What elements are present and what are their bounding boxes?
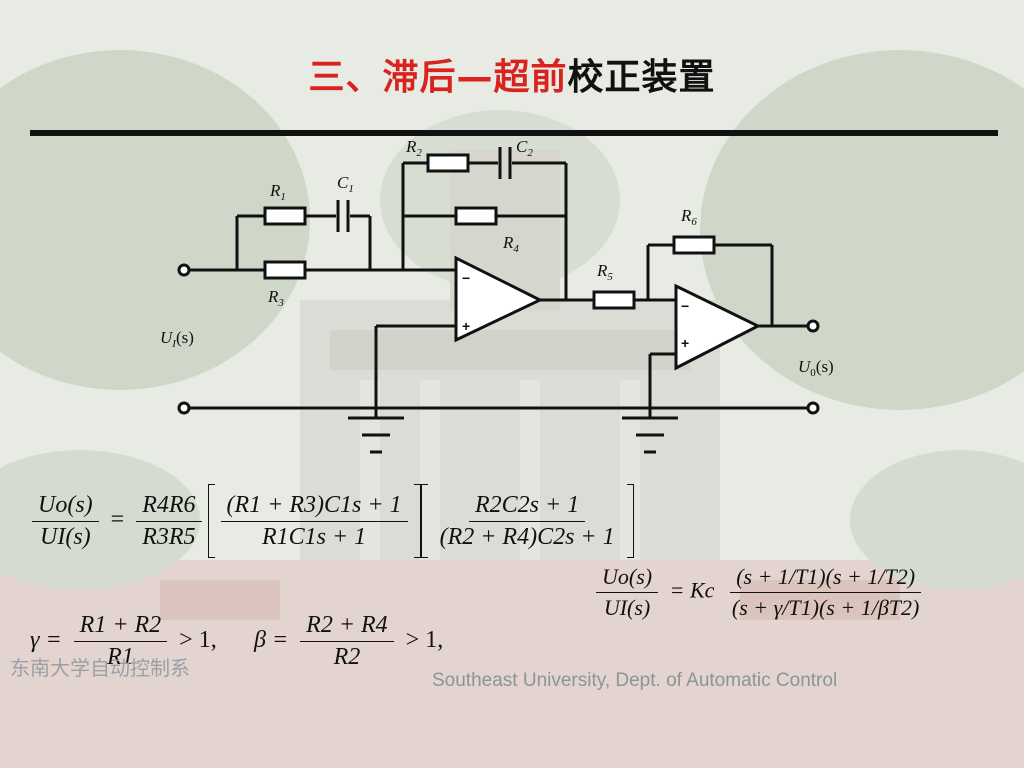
resistor-r4 <box>454 206 498 226</box>
opamp-1 <box>454 255 544 343</box>
label-input: UI(s) <box>160 328 194 350</box>
label-r5: R5 <box>596 261 613 283</box>
gamma-definition: γ = R1 + R2 R1 > 1, <box>30 612 217 670</box>
footer-dept-cn: 东南大学自动控制系 <box>10 656 190 680</box>
resistor-r5 <box>592 290 636 310</box>
label-r4: R4 <box>502 233 519 255</box>
label-output: U0(s) <box>798 357 834 379</box>
opamp-2-minus: − <box>681 298 689 314</box>
label-c1: C1 <box>337 173 354 195</box>
label-r1: R1 <box>269 181 286 203</box>
tf-lhs: Uo(s) UI(s) <box>32 492 99 551</box>
tf-coefficient: R4R6 R3R5 <box>136 492 202 551</box>
opamp-2-plus: + <box>681 335 689 351</box>
tf-factor-2: R2C2s + 1 (R2 + R4)C2s + 1 <box>439 491 615 550</box>
footer-dept-en: Southeast University, Dept. of Automatic… <box>432 670 838 691</box>
tf-factor-1: (R1 + R3)C1s + 1 R1C1s + 1 <box>220 492 408 551</box>
resistor-r3 <box>263 260 307 280</box>
standard-form: Uo(s) UI(s) = Kc (s + 1/T1)(s + 1/T2) (s… <box>590 564 931 621</box>
output-terminal-top <box>806 319 820 333</box>
title-black: 校正装置 <box>567 57 716 98</box>
title-red: 三、滞后—超前 <box>308 57 568 98</box>
resistor-r2 <box>426 153 470 173</box>
beta-definition: β = R2 + R4 R2 > 1, <box>254 612 444 670</box>
label-r3: R3 <box>267 287 284 309</box>
label-c2: C2 <box>516 137 533 159</box>
output-terminal-bottom <box>806 401 820 415</box>
resistor-r1 <box>263 206 307 226</box>
input-terminal-bottom <box>177 401 191 415</box>
opamp-1-plus: + <box>462 318 470 334</box>
opamp-2 <box>674 283 762 371</box>
input-terminal-top <box>177 263 191 277</box>
resistor-r6 <box>672 235 716 255</box>
transfer-function: Uo(s) UI(s) = R4R6 R3R5 (R1 + R3)C1s + 1… <box>26 484 634 558</box>
label-r6: R6 <box>680 206 697 228</box>
label-r2: R2 <box>405 137 422 159</box>
title-divider <box>30 130 998 136</box>
opamp-1-minus: − <box>462 270 470 286</box>
slide-title: 三、滞后—超前校正装置 <box>0 48 1024 100</box>
